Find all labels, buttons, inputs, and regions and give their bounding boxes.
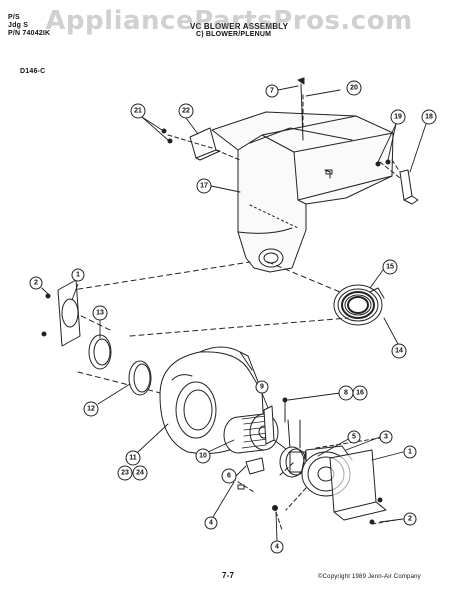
svg-text:3: 3 bbox=[384, 434, 388, 441]
svg-text:17: 17 bbox=[200, 183, 208, 190]
svg-text:6: 6 bbox=[227, 473, 231, 480]
callout-14: 14 bbox=[391, 343, 407, 359]
svg-text:18: 18 bbox=[425, 114, 433, 121]
callout-5: 5 bbox=[347, 430, 361, 444]
callout-15: 15 bbox=[382, 259, 398, 275]
svg-text:8: 8 bbox=[344, 390, 348, 397]
callout-20: 20 bbox=[346, 80, 362, 96]
svg-text:22: 22 bbox=[182, 108, 190, 115]
svg-text:13: 13 bbox=[96, 310, 104, 317]
svg-text:10: 10 bbox=[199, 453, 207, 460]
callout-22: 22 bbox=[178, 103, 194, 119]
svg-text:12: 12 bbox=[87, 406, 95, 413]
assembly-lines-plenum bbox=[167, 94, 401, 179]
svg-text:4: 4 bbox=[209, 520, 213, 527]
copyright-icon: © bbox=[318, 574, 323, 580]
plenum-duct bbox=[211, 111, 394, 273]
svg-text:21: 21 bbox=[134, 108, 142, 115]
svg-text:2: 2 bbox=[408, 516, 412, 523]
svg-text:23: 23 bbox=[121, 470, 129, 477]
callout-4-left: 4 bbox=[204, 516, 218, 530]
svg-text:16: 16 bbox=[356, 390, 364, 397]
svg-text:20: 20 bbox=[350, 85, 358, 92]
flange-1-left bbox=[57, 279, 81, 347]
svg-text:11: 11 bbox=[129, 455, 137, 462]
svg-text:14: 14 bbox=[395, 348, 403, 355]
callout-18: 18 bbox=[421, 109, 437, 125]
motor-bracket-6 bbox=[245, 457, 265, 475]
svg-text:4: 4 bbox=[275, 544, 279, 551]
svg-text:15: 15 bbox=[386, 264, 394, 271]
callout-23: 23 bbox=[117, 465, 133, 481]
ring-13 bbox=[88, 334, 112, 370]
callout-9: 9 bbox=[255, 380, 269, 394]
callout-8: 8 bbox=[338, 385, 354, 401]
leader-lines bbox=[41, 85, 427, 542]
svg-text:1: 1 bbox=[76, 272, 80, 279]
svg-text:9: 9 bbox=[260, 384, 264, 391]
header-title: VC BLOWER ASSEMBLY bbox=[190, 22, 289, 31]
copyright-text: Copyright 1989 Jenn-Air Company bbox=[322, 574, 421, 580]
header-code-line2: Jdg S bbox=[8, 22, 29, 29]
footer-page-number: 7-7 bbox=[222, 571, 235, 580]
bracket-18 bbox=[399, 169, 419, 205]
callout-10: 10 bbox=[195, 448, 211, 464]
assembly-lines-main bbox=[59, 261, 349, 399]
callout-3: 3 bbox=[379, 430, 393, 444]
svg-text:24: 24 bbox=[136, 470, 144, 477]
callout-13: 13 bbox=[92, 305, 108, 321]
svg-text:2: 2 bbox=[34, 280, 38, 287]
svg-text:19: 19 bbox=[394, 114, 402, 121]
callout-11: 11 bbox=[125, 450, 141, 466]
footer-copyright: ©Copyright 1989 Jenn-Air Company bbox=[318, 574, 421, 580]
assembly-lines-bottom bbox=[275, 437, 397, 531]
blower-ring-15 bbox=[333, 284, 385, 326]
callout-6: 6 bbox=[221, 468, 237, 484]
callout-2-left: 2 bbox=[29, 276, 43, 290]
callout-16: 16 bbox=[352, 385, 368, 401]
header-section: C) BLOWER/PLENUM bbox=[196, 31, 272, 38]
callout-4-bottom: 4 bbox=[270, 540, 284, 554]
header-code-line1: P/S bbox=[8, 14, 20, 21]
clamp-12 bbox=[128, 360, 152, 396]
svg-text:5: 5 bbox=[352, 434, 356, 441]
callout-21: 21 bbox=[130, 103, 146, 119]
flange-1-right bbox=[329, 449, 387, 521]
svg-text:7: 7 bbox=[270, 88, 274, 95]
diagram-code: D146-C bbox=[20, 68, 46, 75]
callout-17: 17 bbox=[196, 178, 212, 194]
callout-24: 24 bbox=[132, 465, 148, 481]
callout-12: 12 bbox=[83, 401, 99, 417]
callout-1-right: 1 bbox=[403, 445, 417, 459]
callout-19: 19 bbox=[390, 109, 406, 125]
callout-7: 7 bbox=[265, 84, 279, 98]
svg-text:1: 1 bbox=[408, 449, 412, 456]
header-part-number: P/N 74042IK bbox=[8, 30, 51, 37]
callout-1-left: 1 bbox=[71, 268, 85, 282]
callout-2-right: 2 bbox=[403, 512, 417, 526]
